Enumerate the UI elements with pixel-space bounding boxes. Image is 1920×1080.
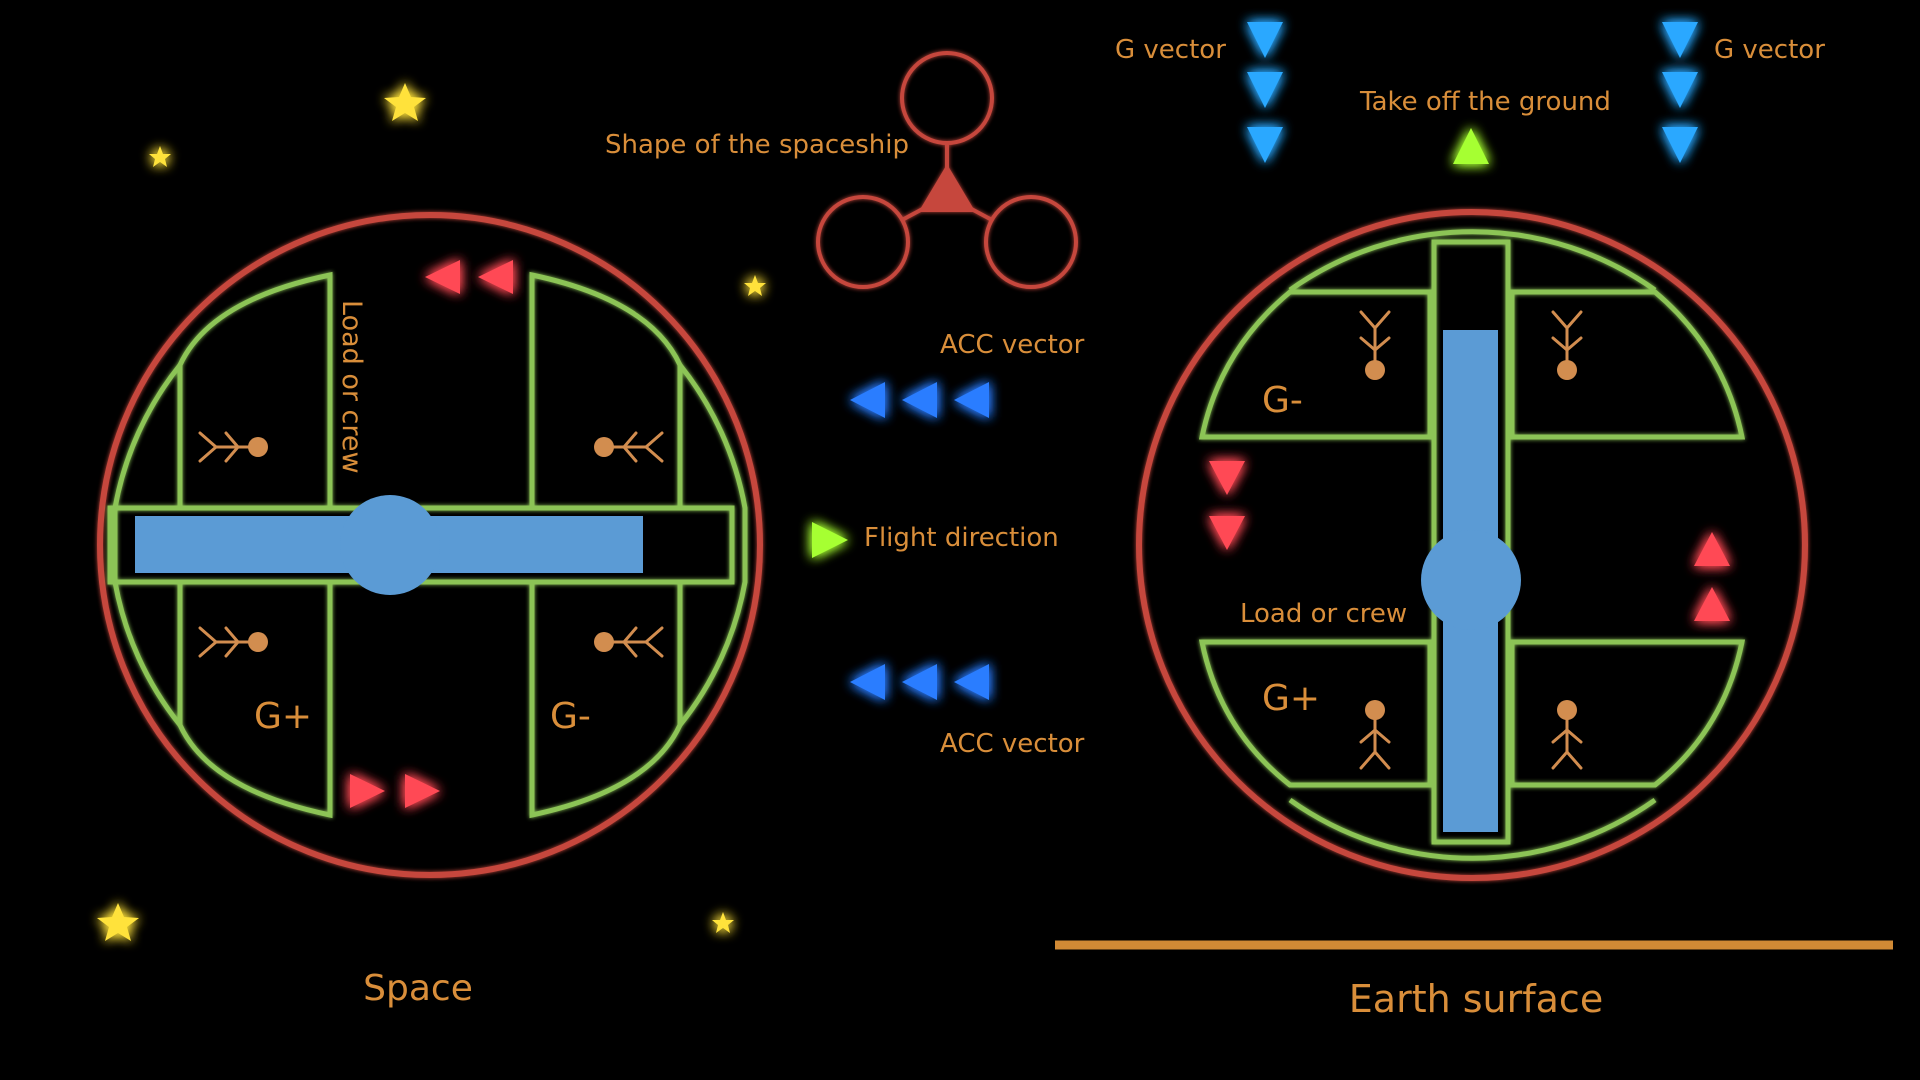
space-g-plus: G+ — [254, 696, 312, 737]
triangle-arrow-icon — [1662, 72, 1698, 108]
triangle-arrow-icon — [902, 382, 937, 418]
star-icon — [384, 83, 426, 121]
flight-direction-label: Flight direction — [864, 523, 1059, 553]
stick-figure-icon — [1551, 310, 1583, 382]
compartment-top-left — [1198, 289, 1433, 440]
space-g-minus: G- — [550, 696, 591, 737]
triangle-arrow-icon — [1247, 127, 1283, 163]
compartment-left-top — [177, 271, 333, 511]
triangle-arrow-icon — [1209, 516, 1245, 550]
star-icon — [149, 146, 171, 167]
stick-figure-icon — [1551, 698, 1583, 770]
compartment-right-bottom — [529, 579, 683, 819]
acc-vector-top-label: ACC vector — [940, 330, 1085, 360]
earth-ship: G- G+ Load or crew — [1136, 209, 1808, 881]
stick-figure-icon — [592, 431, 664, 463]
spaceship-shape-icon — [816, 51, 1078, 289]
compartment-outer-arc — [112, 363, 182, 727]
central-corridor — [1431, 239, 1511, 845]
triangle-arrow-icon — [954, 664, 989, 700]
triangle-arrow-icon — [1209, 461, 1245, 495]
compartment-bottom-left — [1198, 639, 1433, 788]
stars — [97, 83, 766, 941]
earth-g-arrows-right — [1662, 22, 1698, 163]
ship-shape-label: Shape of the spaceship — [605, 130, 909, 160]
triangle-arrow-icon — [1662, 22, 1698, 58]
red-arrows-bottom — [350, 774, 440, 808]
acc-arrows-bottom — [850, 664, 989, 700]
stick-figure-icon — [198, 431, 270, 463]
triangle-arrow-icon — [1694, 587, 1730, 621]
red-arrows-right — [1694, 532, 1730, 621]
triangle-arrow-icon — [1247, 22, 1283, 58]
red-arrows-left — [1209, 461, 1245, 550]
earth-g-arrows-left — [1247, 22, 1283, 163]
triangle-arrow-icon — [405, 774, 440, 808]
hull-outer — [97, 212, 763, 878]
compartment-frame — [107, 271, 748, 819]
triangle-arrow-icon — [350, 774, 385, 808]
star-icon — [744, 275, 766, 296]
take-off-arrow — [1453, 128, 1489, 164]
stick-figure-icon — [1359, 698, 1391, 770]
compartment-frame — [1198, 229, 1746, 861]
core-hub — [1421, 530, 1521, 630]
flight-arrow — [812, 522, 848, 558]
compartment-left-bottom — [177, 579, 333, 819]
acc-vector-bottom-label: ACC vector — [940, 729, 1085, 759]
earth-load-label: Load or crew — [1240, 599, 1407, 629]
triangle-arrow-icon — [1694, 532, 1730, 566]
triangle-arrow-icon — [1662, 127, 1698, 163]
triangle-arrow-icon — [850, 382, 885, 418]
stick-figure-icon — [592, 626, 664, 658]
space-label: Space — [363, 968, 473, 1009]
stick-figure-icon — [198, 626, 270, 658]
earth-g-minus: G- — [1262, 380, 1303, 421]
red-arrows-top — [425, 260, 513, 294]
triangle-arrow-icon — [954, 382, 989, 418]
triangle-arrow-icon — [1247, 72, 1283, 108]
compartment-right-top — [529, 271, 683, 511]
compartment-top-right — [1509, 289, 1746, 440]
triangle-arrow-icon — [478, 260, 513, 294]
acc-arrows-top — [850, 382, 989, 418]
g-vector-left-label: G vector — [1115, 35, 1226, 65]
triangle-arrow-icon — [812, 522, 848, 558]
earth-surface-label: Earth surface — [1349, 977, 1603, 1021]
compartment-bottom-right — [1509, 639, 1746, 788]
space-ship: Load or crew G+ G- — [97, 212, 763, 878]
triangle-arrow-icon — [850, 664, 885, 700]
space-load-label: Load or crew — [336, 300, 367, 474]
earth-g-plus: G+ — [1262, 678, 1320, 719]
triangle-arrow-icon — [425, 260, 460, 294]
star-icon — [97, 903, 139, 941]
g-vector-right-label: G vector — [1714, 35, 1825, 65]
triangle-arrow-icon — [902, 664, 937, 700]
hull-outer — [1136, 209, 1808, 881]
take-off-label: Take off the ground — [1359, 87, 1611, 117]
star-icon — [712, 912, 734, 933]
stick-figure-icon — [1359, 310, 1391, 382]
triangle-arrow-icon — [1453, 128, 1489, 164]
core-hub — [340, 495, 440, 595]
compartment-outer-arc — [1288, 229, 1657, 293]
